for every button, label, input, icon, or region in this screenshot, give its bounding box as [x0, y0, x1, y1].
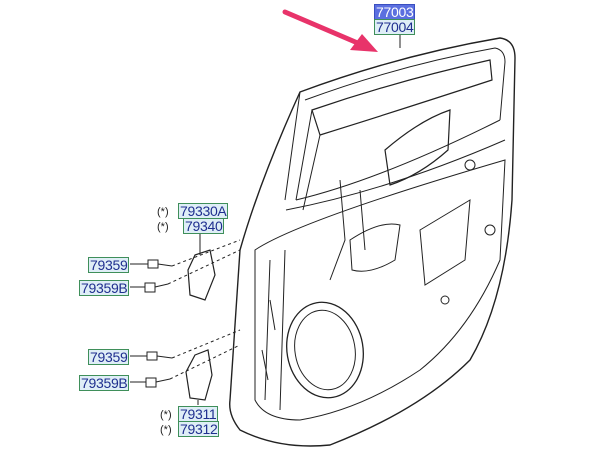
part-label-79359[interactable]: 79359 [88, 349, 130, 365]
part-label-79359b[interactable]: 79359B [79, 280, 130, 296]
bolt-icon [145, 377, 171, 388]
part-label-77004[interactable]: 77004 [374, 19, 416, 35]
part-label-77003[interactable]: 77003 [374, 4, 416, 20]
part-label-79340[interactable]: 79340 [183, 218, 225, 234]
part-label-79311[interactable]: 79311 [178, 406, 219, 422]
door-outer-frame [229, 37, 516, 447]
asterisk-note: (*) [157, 221, 169, 233]
bolt-icon [146, 351, 173, 361]
part-label-79312[interactable]: 79312 [178, 421, 220, 437]
part-label-79359b[interactable]: 79359B [79, 375, 130, 391]
bolt-icon [147, 259, 173, 269]
asterisk-note: (*) [160, 409, 172, 421]
window-frame [311, 59, 493, 136]
lower-hinge [185, 349, 213, 401]
part-label-79330a[interactable]: 79330A [178, 203, 229, 219]
speaker-opening [286, 301, 364, 399]
upper-hinge [187, 249, 216, 301]
asterisk-note: (*) [157, 206, 169, 218]
pointer-arrow-icon [282, 9, 378, 52]
bolt-icon [144, 282, 169, 293]
part-label-79359[interactable]: 79359 [88, 257, 130, 273]
asterisk-note: (*) [160, 424, 172, 436]
